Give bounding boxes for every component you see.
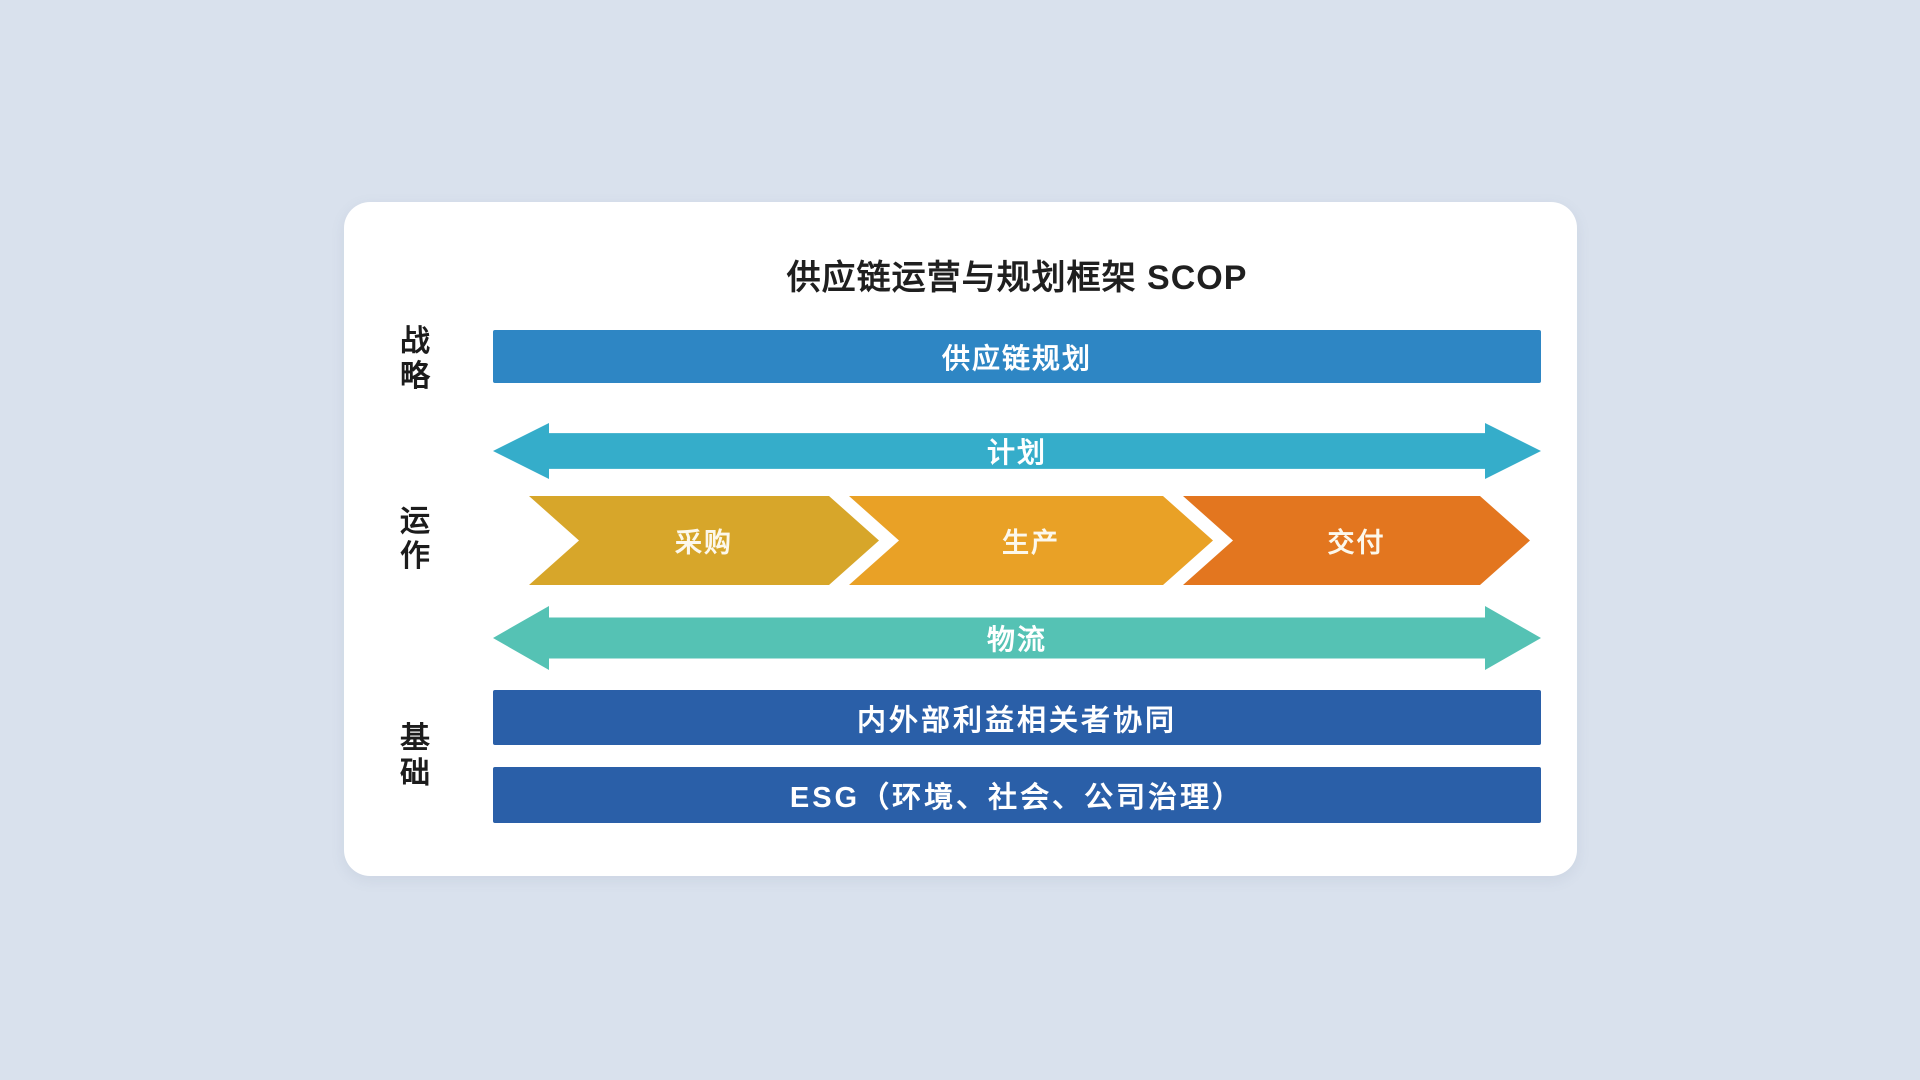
bands-column: 供应链规划 计划 采购 生产 交付 物流 内外部利益相关者协同 — [493, 202, 1541, 876]
logistics-arrow-label: 物流 — [986, 624, 1047, 655]
plan-arrow-label: 计划 — [986, 437, 1047, 468]
planning-bar-label: 供应链规划 — [941, 342, 1092, 374]
band-logistics-arrow: 物流 — [493, 606, 1541, 670]
row-label-foundation: 基础 — [400, 722, 430, 790]
chevron-procurement: 采购 — [529, 496, 879, 585]
band-plan-arrow: 计划 — [493, 423, 1541, 479]
chevron-row: 采购 生产 交付 — [493, 496, 1541, 585]
row-label-strategy: 战略 — [400, 325, 430, 393]
chevron-production-label: 生产 — [1002, 528, 1060, 558]
band-esg-bar: ESG（环境、社会、公司治理） — [493, 767, 1541, 823]
chevron-production: 生产 — [849, 496, 1213, 585]
chevron-delivery: 交付 — [1183, 496, 1530, 585]
collaboration-bar-label: 内外部利益相关者协同 — [856, 704, 1177, 737]
row-label-operations: 运作 — [400, 505, 430, 573]
esg-bar-label: ESG（环境、社会、公司治理） — [789, 782, 1245, 814]
band-planning-bar: 供应链规划 — [493, 330, 1541, 383]
chevron-delivery-label: 交付 — [1327, 528, 1386, 558]
diagram-card: 供应链运营与规划框架 SCOP 战略 运作 基础 供应链规划 计划 采购 生产 … — [344, 202, 1577, 876]
band-collaboration-bar: 内外部利益相关者协同 — [493, 690, 1541, 745]
chevron-procurement-label: 采购 — [675, 528, 733, 558]
diagram-title: 供应链运营与规划框架 SCOP — [786, 259, 1248, 297]
